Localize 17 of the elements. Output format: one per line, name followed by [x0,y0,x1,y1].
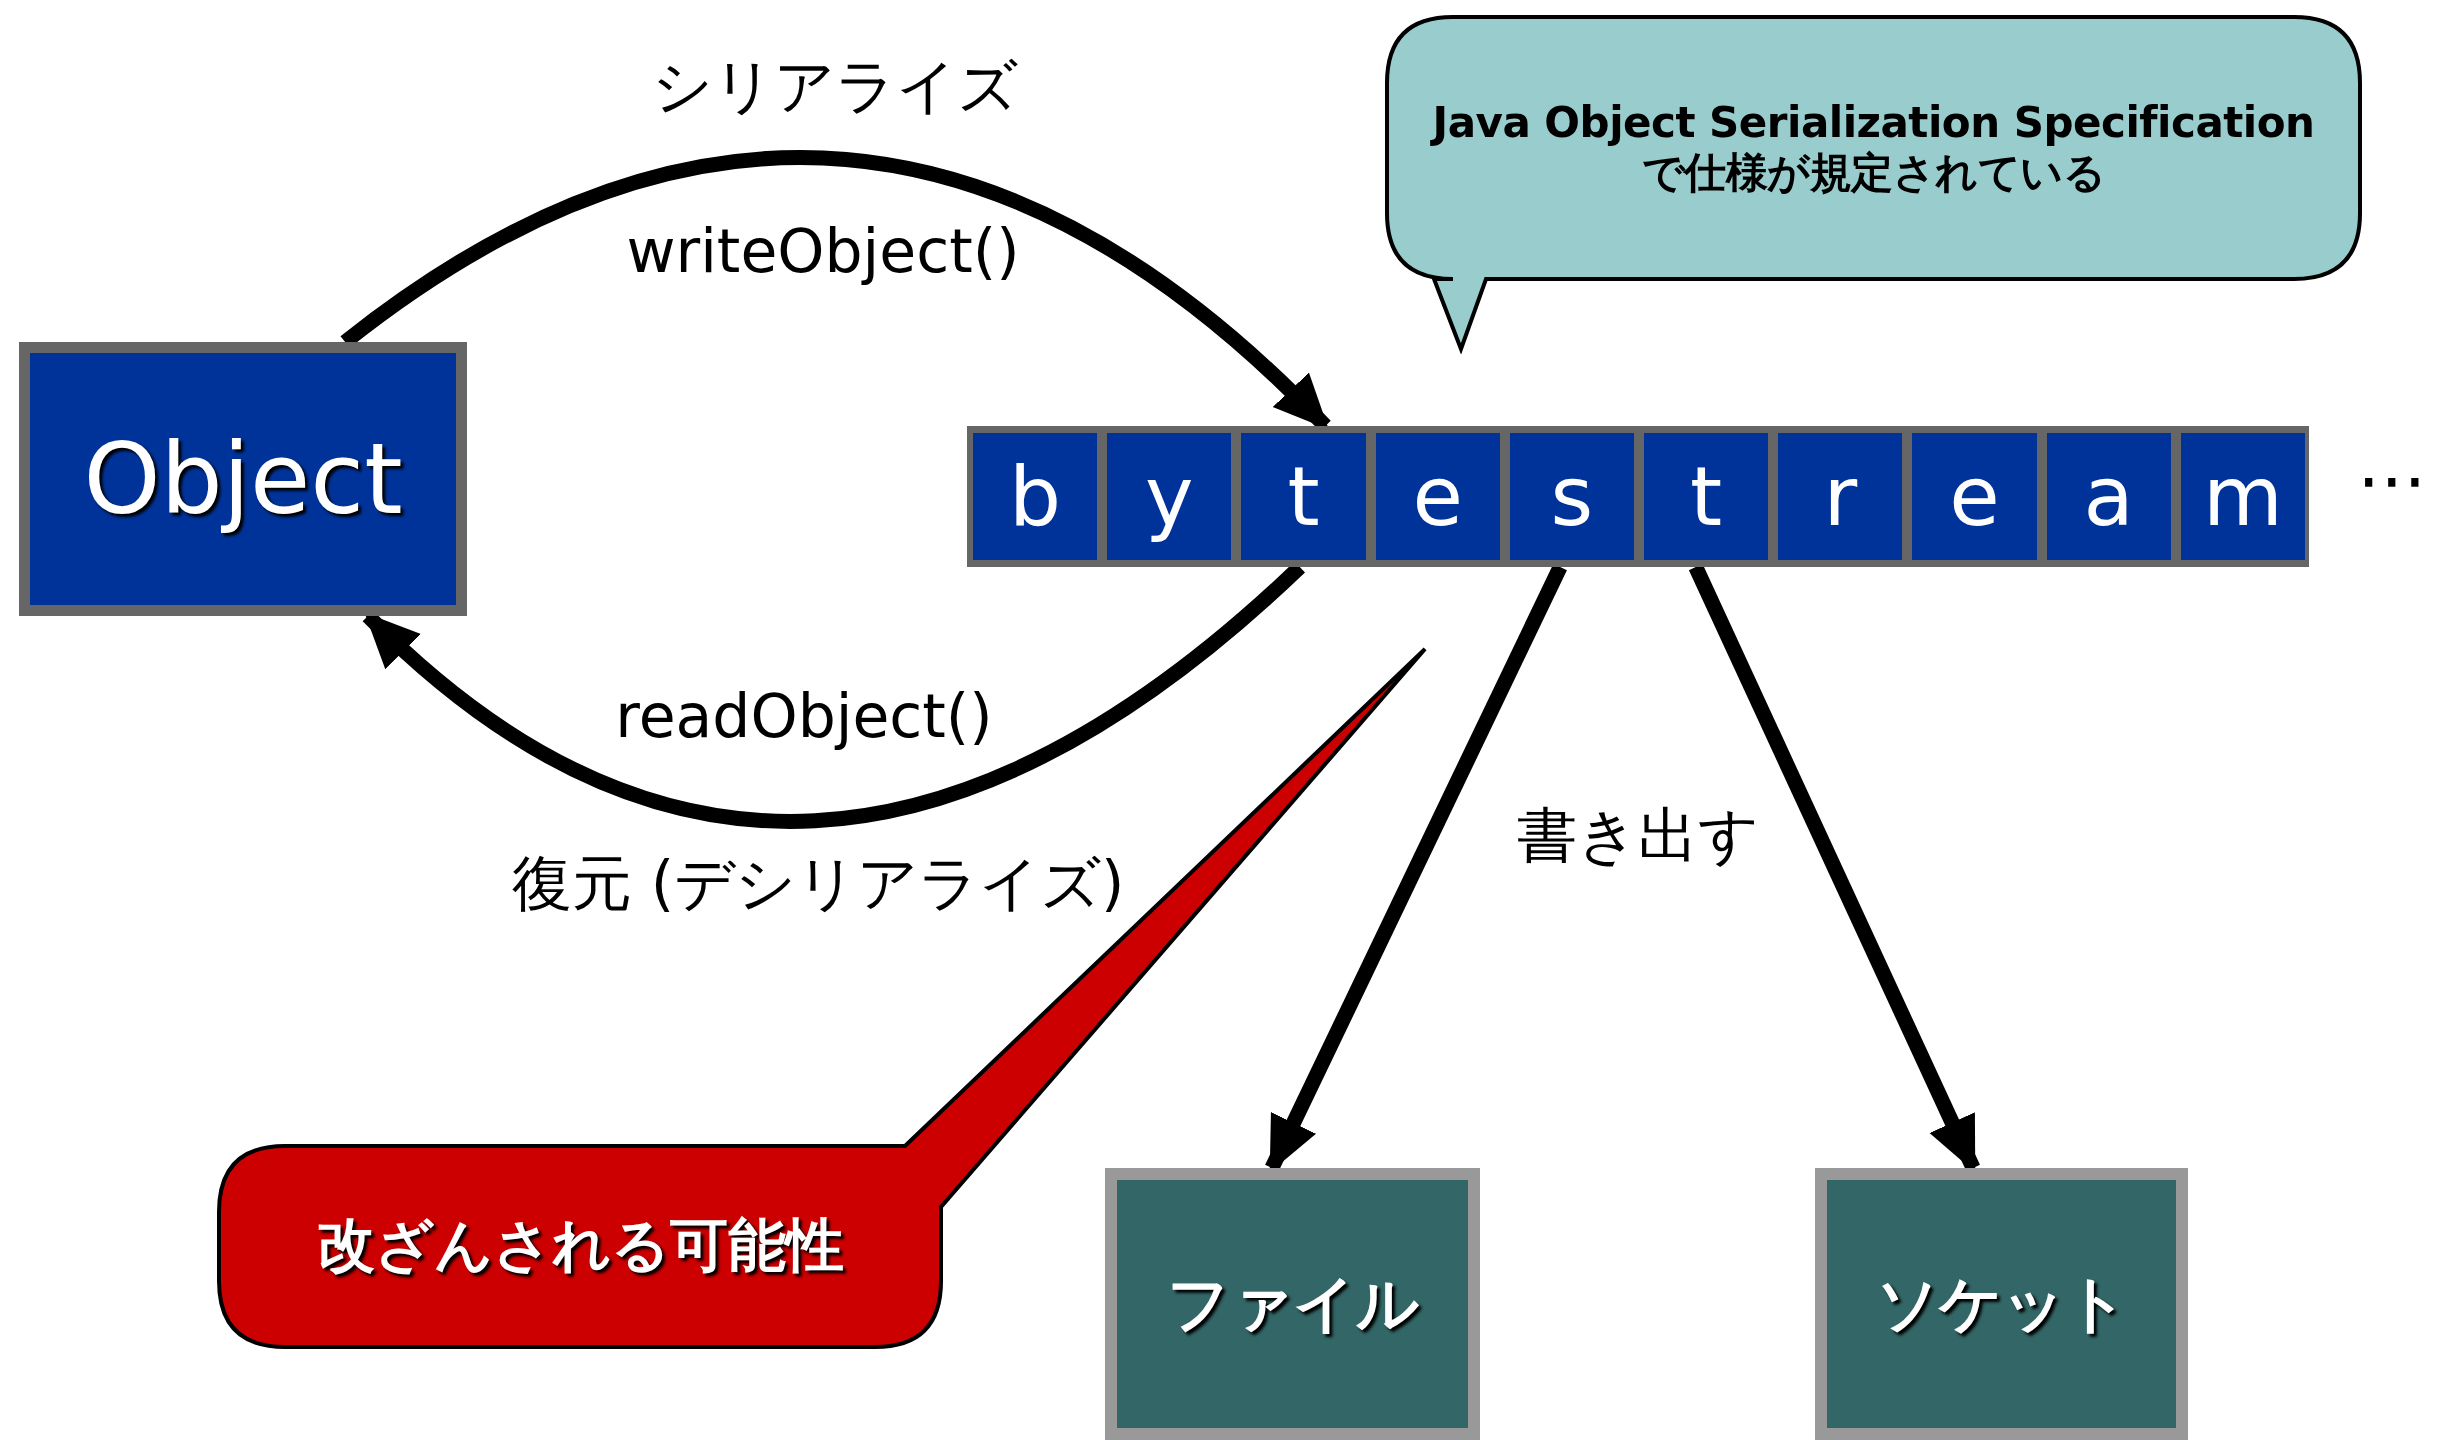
byte-cell: s [1509,433,1634,560]
byte-cell: t [1644,433,1769,560]
callout-text: 改ざんされる可能性 [315,1210,845,1281]
byte-cell: a [2046,433,2171,560]
byte-cell: e [1912,433,2037,560]
byte-stream-bar [967,426,2309,567]
bubble-text: Java Object Serialization Specification で仕様が規定されている [1429,96,2316,199]
byte-cell: b [973,433,1098,560]
speech-bubble [1383,13,2364,354]
byte-cell: e [1375,433,1500,560]
byte-cell: y [1107,433,1232,560]
byte-cell: t [1241,433,1366,560]
byte-cell: m [2180,433,2305,560]
destination-box: ソケット [1815,1168,2188,1440]
byte-cell: r [1778,433,1903,560]
object-box: Object [19,342,467,616]
destination-box: ファイル [1105,1168,1480,1440]
